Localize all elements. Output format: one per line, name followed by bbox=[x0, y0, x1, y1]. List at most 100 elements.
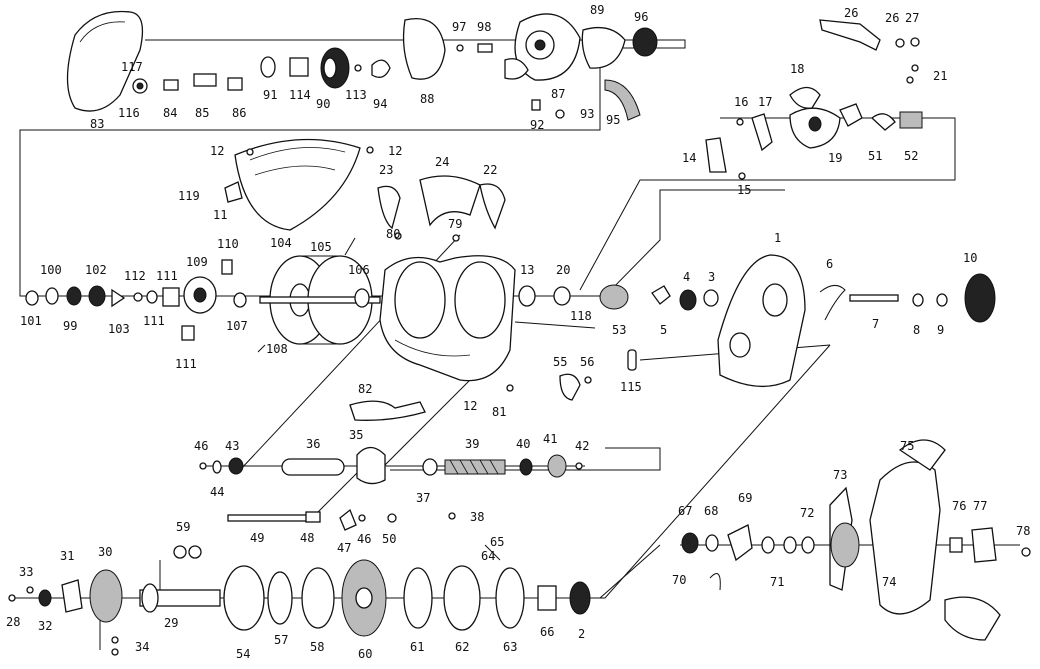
part-57-screw bbox=[584, 376, 592, 384]
leader-lines bbox=[10, 39, 1020, 650]
label-72: 71 bbox=[770, 575, 784, 589]
label-16: 15 bbox=[737, 183, 751, 197]
label-28: 27 bbox=[905, 11, 919, 25]
label-11: 11 bbox=[213, 208, 227, 222]
part-1-side-plate bbox=[717, 254, 806, 388]
label-35: 34 bbox=[135, 640, 149, 654]
part-52-clip bbox=[870, 113, 896, 131]
part-65-pin bbox=[484, 544, 501, 561]
part-14-bearing bbox=[518, 285, 536, 307]
part-112-spring bbox=[162, 287, 180, 307]
part-4-bearing bbox=[679, 289, 697, 311]
label-109: 108 bbox=[266, 342, 288, 356]
part-32-plate bbox=[61, 579, 83, 613]
label-111-top: 110 bbox=[217, 237, 239, 251]
label-34: 33 bbox=[19, 565, 33, 579]
label-27: 26 bbox=[885, 11, 899, 25]
label-21: 20 bbox=[556, 263, 570, 277]
part-103-cap bbox=[88, 285, 106, 307]
part-24-plate bbox=[377, 185, 401, 230]
part-83-arm bbox=[349, 400, 426, 421]
label-39: 38 bbox=[470, 510, 484, 524]
label-38: 37 bbox=[416, 491, 430, 505]
label-79: 78 bbox=[1016, 524, 1030, 538]
part-85-screw bbox=[163, 79, 179, 91]
label-80: 79 bbox=[448, 217, 462, 231]
label-78: 77 bbox=[973, 499, 987, 513]
part-15-plate bbox=[705, 137, 727, 173]
label-40: 39 bbox=[465, 437, 479, 451]
label-48: 47 bbox=[337, 541, 351, 555]
part-23-plate bbox=[479, 183, 506, 230]
part-12-screw-left bbox=[246, 148, 254, 156]
part-22-screw-a bbox=[911, 64, 919, 72]
label-120: 118 bbox=[570, 309, 592, 323]
part-44-bushing bbox=[228, 457, 244, 475]
label-59: 58 bbox=[310, 640, 324, 654]
part-67-bushing bbox=[537, 585, 557, 611]
label-57: 56 bbox=[580, 355, 594, 369]
label-9: 9 bbox=[937, 323, 944, 337]
label-60: 59 bbox=[176, 520, 190, 534]
label-71: 70 bbox=[672, 573, 686, 587]
part-12-screw-right bbox=[366, 146, 374, 154]
label-88: 87 bbox=[551, 87, 565, 101]
part-76-handle bbox=[869, 461, 941, 615]
label-101: 100 bbox=[40, 263, 62, 277]
label-47: 46 bbox=[357, 532, 371, 546]
label-31: 30 bbox=[98, 545, 112, 559]
part-121-clip bbox=[224, 181, 243, 203]
label-63: 62 bbox=[455, 640, 469, 654]
part-22-screw-b bbox=[906, 76, 914, 84]
label-24: 23 bbox=[379, 163, 393, 177]
part-5-clip bbox=[651, 285, 671, 305]
part-35-screw-a bbox=[111, 636, 119, 644]
part-50-shaft bbox=[227, 514, 319, 522]
part-60-washer-b bbox=[188, 545, 202, 559]
label-90: 89 bbox=[590, 3, 604, 17]
label-61: 60 bbox=[358, 647, 372, 661]
label-82: 81 bbox=[492, 405, 506, 419]
label-73: 72 bbox=[800, 506, 814, 520]
part-108-ring bbox=[233, 292, 247, 308]
part-68-bearing bbox=[681, 532, 699, 554]
part-73-washer bbox=[801, 536, 815, 554]
part-29-clip bbox=[8, 594, 16, 602]
part-40-worm-shaft bbox=[444, 459, 506, 475]
label-19: 18 bbox=[790, 62, 804, 76]
label-12-left: 12 bbox=[210, 144, 224, 158]
label-53: 52 bbox=[904, 149, 918, 163]
label-23: 22 bbox=[483, 163, 497, 177]
label-116: 114 bbox=[289, 88, 311, 102]
label-99: 98 bbox=[477, 20, 491, 34]
label-102: 101 bbox=[20, 314, 42, 328]
label-14: 13 bbox=[520, 263, 534, 277]
label-46: 46 bbox=[194, 439, 208, 453]
part-43-clip bbox=[575, 462, 583, 470]
part-17-screw bbox=[736, 118, 744, 126]
label-62: 61 bbox=[410, 640, 424, 654]
part-82-screw bbox=[506, 384, 514, 392]
part-58-washer bbox=[267, 571, 293, 625]
part-93-pin bbox=[531, 99, 541, 111]
label-87: 86 bbox=[232, 106, 246, 120]
part-3-bushing bbox=[703, 289, 719, 307]
part-102-washer bbox=[25, 290, 39, 306]
label-81: 80 bbox=[386, 227, 400, 241]
part-90-cover bbox=[581, 26, 626, 69]
part-107-bearing bbox=[354, 288, 370, 308]
label-26: 26 bbox=[844, 6, 858, 20]
part-36-pawl-guide bbox=[356, 446, 386, 485]
part-79-screw bbox=[1021, 547, 1031, 557]
label-8: 8 bbox=[913, 323, 920, 337]
label-86: 85 bbox=[195, 106, 209, 120]
label-117: 115 bbox=[620, 380, 642, 394]
label-70: 69 bbox=[738, 491, 752, 505]
label-18: 17 bbox=[758, 95, 772, 109]
part-6-spring bbox=[819, 285, 846, 321]
part-37-worm-sleeve bbox=[281, 458, 345, 476]
part-89-brake-plate bbox=[402, 18, 446, 80]
label-113: 111 bbox=[143, 314, 165, 328]
label-58: 57 bbox=[274, 633, 288, 647]
label-22: 21 bbox=[933, 69, 947, 83]
